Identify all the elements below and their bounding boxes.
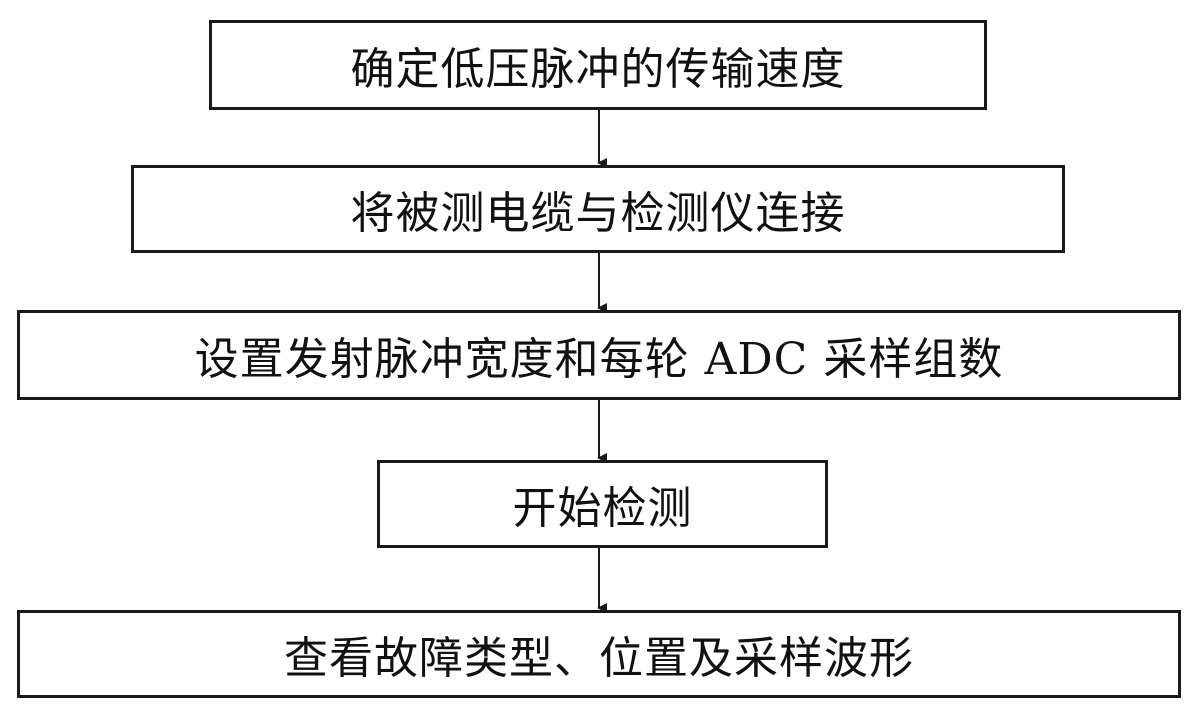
step-2-box: 将被测电缆与检测仪连接 [131, 165, 1065, 253]
step-1-box: 确定低压脉冲的传输速度 [209, 20, 987, 110]
step-3-box: 设置发射脉冲宽度和每轮 ADC 采样组数 [17, 310, 1181, 400]
step-5-label: 查看故障类型、位置及采样波形 [284, 633, 914, 684]
step-4-label: 开始检测 [512, 483, 693, 534]
step-5-box: 查看故障类型、位置及采样波形 [17, 610, 1181, 698]
step-1-label: 确定低压脉冲的传输速度 [350, 44, 846, 95]
step-2-label: 将被测电缆与检测仪连接 [350, 188, 846, 239]
step-3-label: 设置发射脉冲宽度和每轮 ADC 采样组数 [194, 334, 1004, 385]
step-4-box: 开始检测 [377, 460, 828, 548]
